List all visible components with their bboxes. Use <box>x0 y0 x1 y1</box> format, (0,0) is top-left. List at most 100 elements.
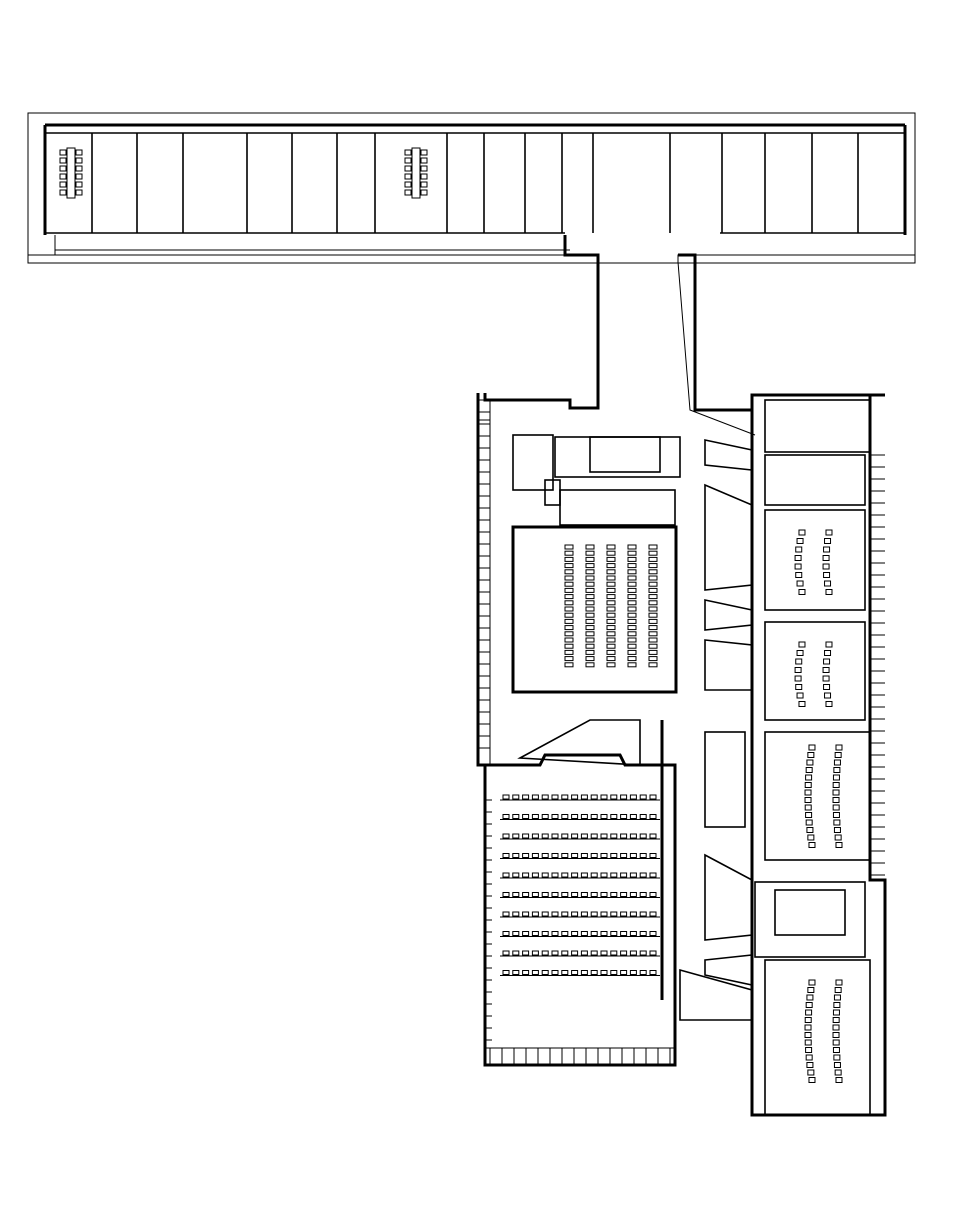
seat <box>805 1009 813 1016</box>
seat <box>531 950 539 956</box>
seat <box>639 872 647 878</box>
seat <box>610 794 618 800</box>
seat <box>639 814 647 819</box>
seat <box>512 970 520 975</box>
seat <box>807 987 815 993</box>
seat <box>606 649 616 655</box>
seat <box>832 812 840 818</box>
chair <box>404 173 412 180</box>
seat <box>823 658 831 665</box>
chair <box>75 173 83 180</box>
chair <box>75 165 83 172</box>
seat <box>502 892 510 897</box>
seat <box>571 833 579 839</box>
seat <box>823 572 831 578</box>
seat <box>807 1069 815 1076</box>
seat <box>551 950 559 956</box>
seat <box>571 931 579 936</box>
seat <box>600 853 608 858</box>
seat <box>649 892 657 897</box>
seat <box>798 529 806 536</box>
seat <box>610 892 618 897</box>
seat <box>585 606 595 612</box>
seat <box>502 931 510 936</box>
seat <box>796 692 804 699</box>
chair <box>420 181 428 188</box>
seat <box>606 587 616 593</box>
seat <box>795 572 803 578</box>
connector-corridor <box>483 235 885 436</box>
seat <box>648 662 658 668</box>
seat <box>620 794 628 800</box>
seat <box>561 892 569 897</box>
seat <box>629 814 637 819</box>
seat <box>808 744 816 751</box>
seat <box>629 794 637 800</box>
seat <box>564 544 574 550</box>
seat <box>639 853 647 858</box>
seat <box>804 1039 812 1046</box>
seat <box>620 970 628 975</box>
seat <box>832 1009 840 1016</box>
seat <box>561 931 569 936</box>
seat <box>512 872 520 878</box>
seat <box>627 643 637 649</box>
seat <box>627 594 637 600</box>
seat <box>834 1069 842 1076</box>
seat <box>606 544 616 550</box>
seat <box>590 853 598 858</box>
seat <box>610 872 618 878</box>
seat <box>610 911 618 917</box>
seat <box>606 606 616 612</box>
seat <box>648 656 658 662</box>
seat <box>795 546 803 553</box>
chair <box>59 173 67 180</box>
seat <box>796 580 804 587</box>
seat <box>798 589 806 595</box>
seat <box>805 1047 813 1053</box>
seat <box>606 563 616 569</box>
seat <box>629 853 637 858</box>
seat <box>564 656 574 662</box>
seat <box>531 833 539 839</box>
seat <box>832 1032 840 1038</box>
seat <box>585 612 595 618</box>
seat <box>564 563 574 569</box>
seat <box>512 950 520 956</box>
seat <box>551 872 559 878</box>
seat <box>649 872 657 878</box>
seat <box>580 814 588 819</box>
seat <box>639 892 647 897</box>
seat <box>590 931 598 936</box>
chair <box>59 165 67 172</box>
seat <box>580 911 588 917</box>
seat <box>522 794 530 800</box>
seat <box>639 833 647 839</box>
seat <box>564 575 574 581</box>
seat <box>585 618 595 624</box>
seat <box>531 911 539 917</box>
seat <box>648 550 658 556</box>
seat <box>502 911 510 917</box>
seat <box>648 587 658 593</box>
seat <box>600 794 608 800</box>
seat <box>564 587 574 593</box>
seat <box>580 892 588 897</box>
seat <box>610 950 618 956</box>
seat <box>833 994 841 1001</box>
seat <box>585 662 595 668</box>
seat <box>824 692 832 699</box>
seat <box>610 814 618 819</box>
seat <box>648 600 658 606</box>
seat <box>620 950 628 956</box>
seat <box>610 833 618 839</box>
seat <box>590 872 598 878</box>
seat <box>571 794 579 800</box>
seat <box>825 641 833 648</box>
seat <box>808 842 816 848</box>
seat <box>649 911 657 917</box>
seat <box>606 643 616 649</box>
seat <box>795 684 803 690</box>
seat <box>648 637 658 643</box>
seat <box>590 833 598 839</box>
